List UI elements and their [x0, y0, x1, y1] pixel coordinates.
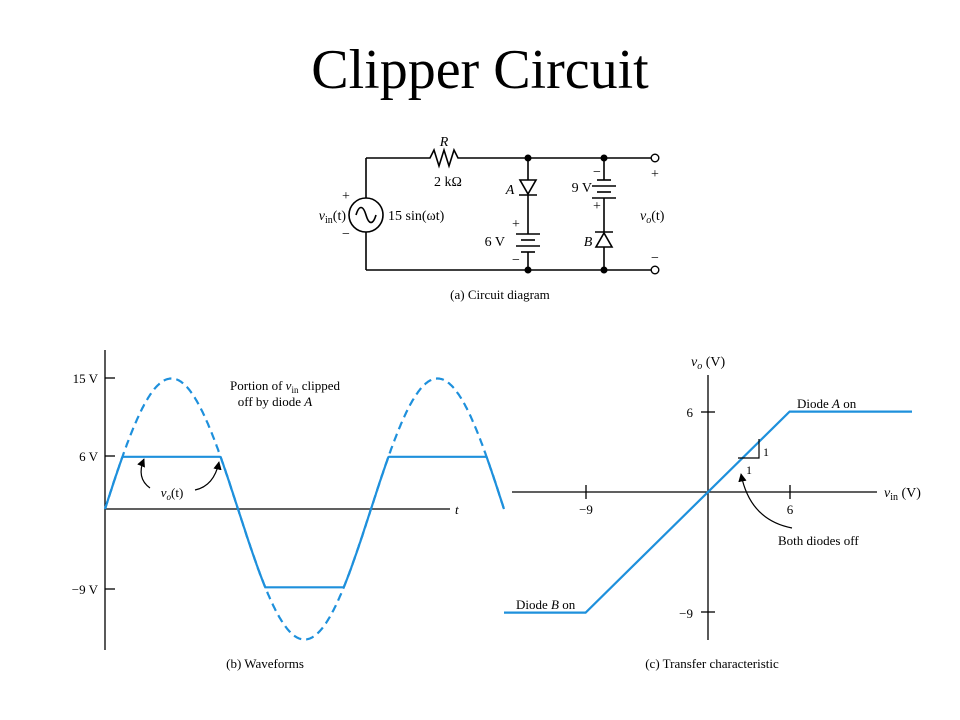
transfer-caption: (c) Transfer characteristic	[645, 656, 779, 671]
diode-b-on-label: Diode B on	[516, 597, 576, 612]
node-dot	[600, 154, 608, 162]
circuit-diagram: R 2 kΩ + − vin(t) 15 sin(ωt) A + − 6 V 9…	[319, 135, 665, 302]
diode-b-label: B	[584, 235, 593, 250]
battery-b-minus: −	[593, 165, 601, 180]
slope-rise-label: 1	[763, 445, 769, 459]
diode-a-icon	[518, 179, 538, 196]
source-expression: 15 sin(ωt)	[388, 209, 445, 224]
ytick-label-m9: −9	[679, 606, 693, 621]
transfer-panel: 6 −9 −9 6 vo (V) vin (V) 1 1 Diode A on …	[504, 355, 921, 671]
battery-a-value: 6 V	[485, 235, 505, 250]
xtick-label-6: 6	[787, 502, 794, 517]
node-dot	[600, 266, 608, 274]
node-dot	[524, 154, 532, 162]
output-plus: +	[651, 167, 659, 182]
battery-a-plus: +	[512, 217, 520, 232]
transfer-series	[504, 410, 912, 614]
vo-arrow-left	[137, 458, 151, 489]
ytick-label-6v: 6 V	[79, 449, 99, 464]
both-off-arrow	[738, 473, 793, 529]
clipped-annotation-line1: Portion of vin clipped	[230, 378, 340, 395]
node-dot	[524, 266, 532, 274]
waveforms-panel: 15 V 6 V −9 V t Portion of vin clipped o…	[72, 350, 506, 671]
battery-a-minus: −	[512, 253, 520, 268]
output-minus: −	[651, 251, 659, 266]
sine-symbol-icon	[355, 206, 377, 224]
diode-a-label: A	[505, 183, 515, 198]
ytick-label-m9v: −9 V	[72, 582, 99, 597]
transfer-y-label: vo (V)	[691, 355, 725, 372]
output-terminal-bottom	[650, 265, 660, 275]
xtick-label-m9: −9	[579, 502, 593, 517]
battery-b-value: 9 V	[572, 181, 592, 196]
top-wire	[366, 147, 652, 169]
circuit-caption: (a) Circuit diagram	[450, 287, 550, 302]
output-terminal-top	[650, 153, 660, 163]
diode-b-icon	[594, 231, 614, 248]
transfer-x-label: vin (V)	[884, 486, 921, 503]
diode-a-on-label: Diode A on	[797, 396, 857, 411]
source-plus: +	[342, 189, 350, 204]
source-minus: −	[342, 227, 350, 242]
output-label: vo(t)	[640, 209, 665, 226]
slope-run-label: 1	[746, 463, 752, 477]
slope-triangle	[738, 439, 760, 459]
waveform-x-label: t	[455, 502, 459, 517]
ytick-label-15v: 15 V	[73, 371, 99, 386]
both-diodes-off-label: Both diodes off	[778, 533, 859, 548]
vo-clipped-series	[103, 455, 506, 589]
ac-source-icon	[348, 197, 384, 233]
resistor-value: 2 kΩ	[434, 175, 462, 190]
waveform-series	[103, 377, 506, 641]
waveforms-caption: (b) Waveforms	[226, 656, 304, 671]
resistor-name: R	[439, 135, 449, 150]
vo-label: vo(t)	[161, 485, 184, 502]
ytick-label-6: 6	[687, 405, 694, 420]
source-label: vin(t)	[319, 209, 347, 226]
vin-dashed-series	[103, 377, 506, 641]
transfer-curve-series	[504, 410, 912, 614]
clipped-annotation-line2: off by diode A	[238, 394, 313, 409]
page-title: Clipper Circuit	[311, 39, 649, 101]
vo-arrow-right	[194, 461, 222, 491]
battery-b-plus: +	[593, 199, 601, 214]
